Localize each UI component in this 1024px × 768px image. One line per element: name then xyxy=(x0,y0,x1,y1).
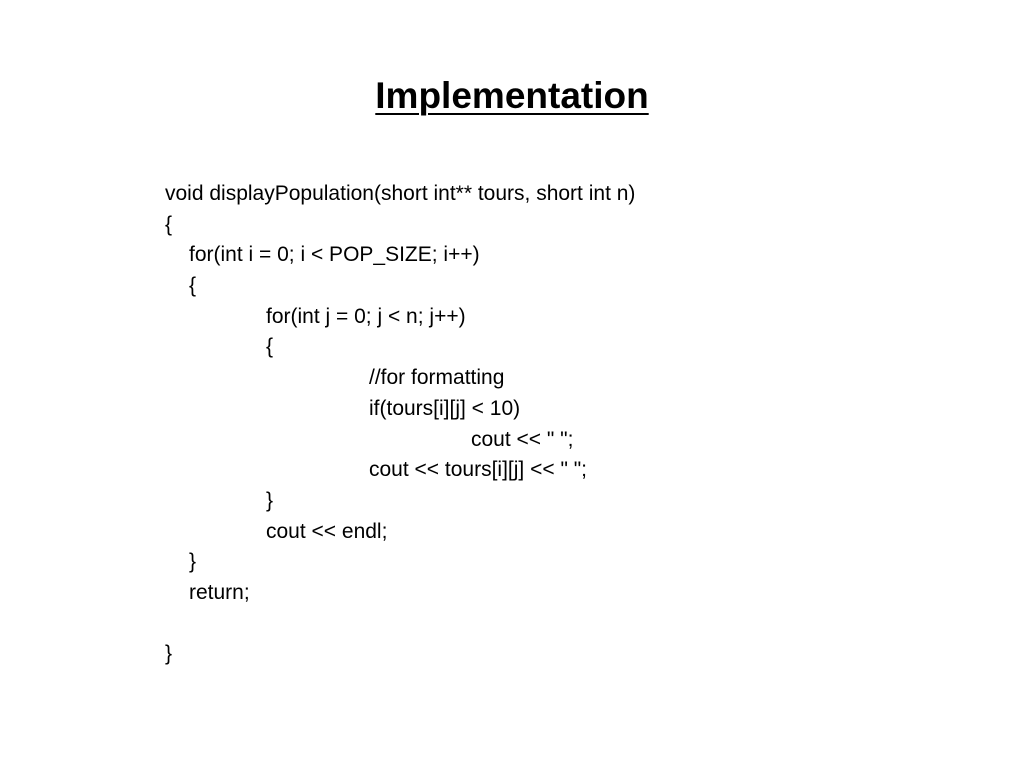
code-line: for(int j = 0; j < n; j++) xyxy=(266,304,466,328)
code-line: //for formatting xyxy=(369,366,505,390)
code-line: void displayPopulation(short int** tours… xyxy=(165,182,636,205)
slide-title: Implementation xyxy=(0,72,1024,120)
code-line: cout << tours[i][j] << " "; xyxy=(369,458,588,482)
code-line: { xyxy=(165,212,173,236)
code-line: for(int i = 0; i < POP_SIZE; i++) xyxy=(189,243,480,267)
slide-title-text: Implementation xyxy=(375,75,649,116)
code-line: } xyxy=(165,642,173,666)
code-line: { xyxy=(266,335,274,359)
code-line: return; xyxy=(189,580,250,604)
code-line: if(tours[i][j] < 10) xyxy=(369,396,521,420)
code-block: void displayPopulation(short int** tours… xyxy=(165,179,925,670)
code-line: } xyxy=(189,550,197,574)
code-line: cout << endl; xyxy=(266,519,388,543)
code-line: } xyxy=(266,488,274,512)
code-line: { xyxy=(189,274,197,298)
code-line: cout << " "; xyxy=(471,427,574,451)
code-line xyxy=(165,609,925,640)
